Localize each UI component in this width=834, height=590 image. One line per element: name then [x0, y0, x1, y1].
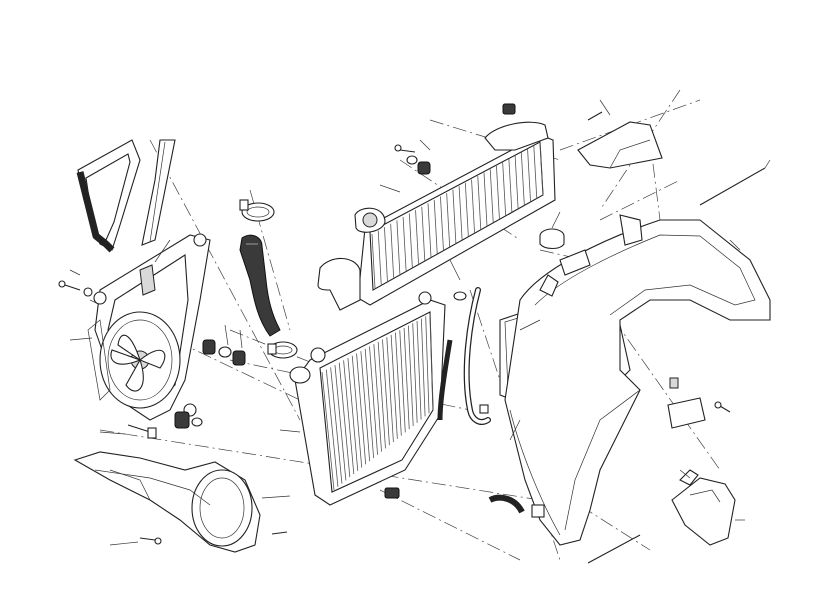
radiator-fin	[446, 193, 451, 247]
small-bracket	[531, 377, 731, 518]
radiator-fin	[351, 355, 363, 468]
radiator-fin	[325, 369, 339, 487]
lower-shroud	[73, 451, 288, 553]
radiator-fin	[520, 152, 525, 206]
radiator-fin	[527, 148, 531, 202]
radiator-fin	[369, 346, 378, 455]
radiator-fin	[343, 360, 355, 475]
radiator-fin	[464, 182, 469, 237]
lower-radiator	[289, 291, 446, 506]
radiator-fin	[408, 213, 413, 268]
radiator-fin	[386, 337, 394, 443]
radiator-fin	[347, 358, 359, 471]
radiator-fin	[396, 220, 401, 275]
radiator-fin	[403, 327, 410, 430]
radiator-fin	[425, 316, 430, 414]
fairing-panel-upper	[577, 111, 663, 169]
radiator-fin	[533, 145, 538, 199]
overflow-hose	[437, 287, 525, 514]
radiator-fin	[377, 230, 382, 285]
radiator-fin	[384, 227, 388, 282]
radiator-fin	[502, 162, 507, 216]
upper-radiator	[317, 103, 556, 311]
radiator-fin	[539, 141, 544, 196]
radiator-fin	[382, 339, 390, 446]
radiator-fin	[330, 367, 343, 484]
radiator-fin	[390, 334, 398, 439]
radiator-fin	[471, 179, 475, 233]
radiator-fin	[364, 348, 374, 459]
radiator-fin	[483, 172, 488, 227]
radiator-fin	[402, 216, 407, 271]
radiator-cap	[539, 228, 565, 250]
radiator-fin	[390, 223, 395, 278]
radiator-fin	[421, 206, 426, 261]
radiator-fin	[395, 332, 402, 436]
radiator-fin	[496, 165, 500, 220]
radiator-fin	[377, 341, 386, 449]
cooling-fan	[87, 311, 181, 409]
radiator-fin	[415, 210, 419, 264]
radiator-fin	[371, 233, 376, 289]
radiator-fin	[338, 362, 351, 478]
radiator-fin	[477, 176, 482, 230]
radiator-fin	[458, 186, 463, 240]
radiator-fin	[373, 344, 382, 452]
callout-lines	[69, 99, 771, 546]
upper-hose	[239, 234, 281, 337]
belt	[76, 139, 176, 253]
radiator-fin	[420, 318, 426, 417]
radiator-fin	[416, 320, 422, 420]
radiator-fin	[489, 169, 494, 223]
radiator-fin	[433, 199, 438, 254]
radiator-fin	[508, 159, 513, 213]
radiator-fin	[408, 325, 414, 427]
radiator-fin	[334, 365, 347, 481]
side-fairing	[504, 167, 771, 564]
fan-hardware	[58, 280, 246, 439]
radiator-fin	[429, 313, 434, 411]
hose-clamp	[239, 199, 298, 359]
radiator-fin	[452, 189, 457, 244]
radiator-fin	[360, 351, 371, 462]
fairing-panel-lower	[671, 469, 736, 546]
radiator-fin	[399, 330, 406, 433]
radiator-fin	[321, 371, 335, 491]
radiator-fin	[356, 353, 367, 465]
radiator-fin	[427, 203, 432, 258]
radiator-fin	[412, 323, 418, 423]
radiator-fin	[514, 155, 519, 209]
radiator-fin	[440, 196, 444, 251]
